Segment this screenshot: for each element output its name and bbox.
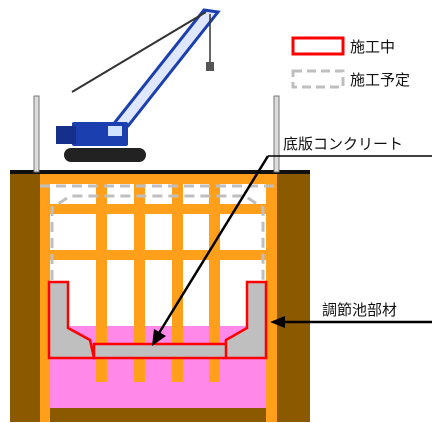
slab-callout-arrow [154,155,270,339]
wale-lower [40,250,277,260]
wale-top [40,174,277,184]
crane-cab-window [108,126,122,136]
steel-support-frame [40,174,277,422]
soil-right [277,172,310,422]
post-3 [172,174,183,382]
legend-planned-label: 施工予定 [350,71,410,89]
soil-left [10,172,40,422]
post-4 [209,174,220,382]
crane-boom-cable [71,11,207,93]
crane-counterweight [56,126,76,144]
crane-boom [108,8,221,128]
legend-planned-swatch [291,69,345,89]
crawler-crane [33,8,280,173]
slab-callout-arrowhead [152,329,166,346]
slab-concrete-label: 底版コンクリート [283,135,403,153]
crane-hook [206,62,214,71]
retaining-wall-left [40,174,50,422]
tank-members-label: 調節池部材 [322,301,397,319]
callout-arrows [152,155,432,346]
post-2 [134,174,145,382]
bottom-slab-concrete [92,342,228,360]
legend-in-progress-label: 施工中 [350,38,395,56]
legend-in-progress-swatch [291,36,345,56]
tank-member-left [47,280,96,360]
wale-upper [40,204,277,214]
soil [10,172,310,422]
members-callout-arrowhead [270,316,285,328]
crane-outrigger-right [273,95,280,173]
crane-outrigger-left [33,95,40,173]
legend: 施工中 施工予定 [291,36,410,89]
ground-surface-line [10,170,310,174]
planned-structure-outline [50,194,265,328]
crane-crawler-track [64,148,146,162]
post-1 [96,174,107,382]
soil-bottom [40,408,277,422]
retaining-wall-right [266,174,277,422]
tank-members [47,280,268,360]
